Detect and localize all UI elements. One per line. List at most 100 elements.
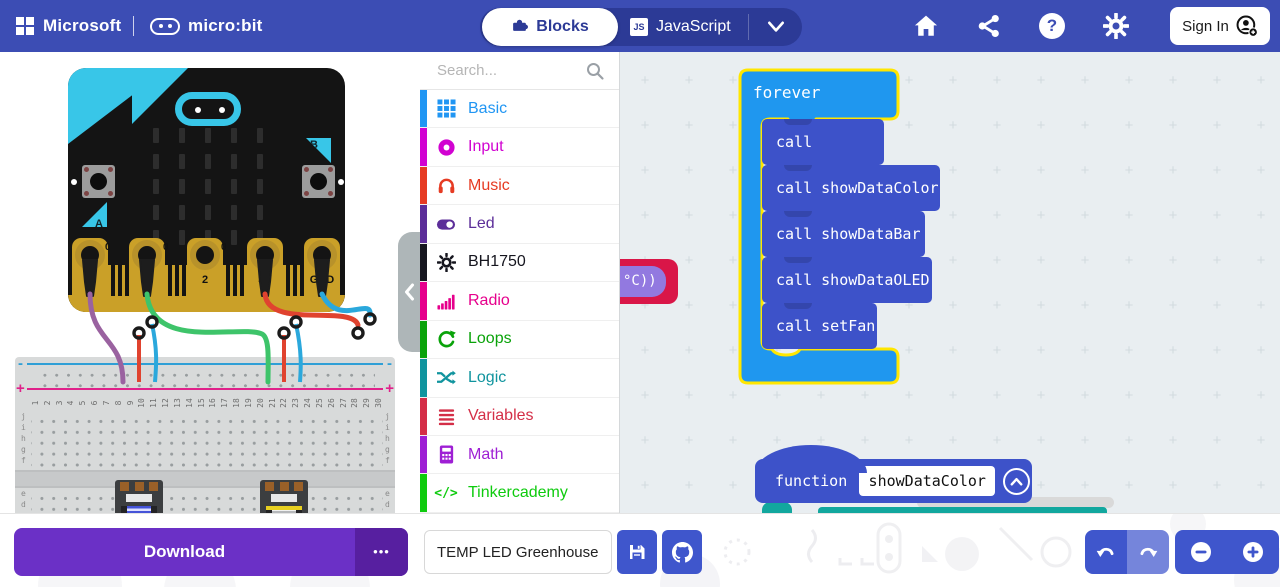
edge-connector: 0 1 2 3V GND (68, 238, 345, 312)
signal-icon (435, 291, 457, 310)
toolbox-category-math[interactable]: Math (420, 435, 619, 475)
pin-2[interactable]: 2 (187, 238, 223, 312)
tab-javascript[interactable]: JS JavaScript (630, 8, 731, 46)
led-pixel[interactable] (205, 128, 211, 143)
toolbox-category-led[interactable]: Led (420, 205, 619, 244)
help-icon[interactable]: ? (1032, 0, 1072, 52)
pin-1[interactable]: 1 (129, 238, 165, 312)
led-pixel[interactable] (153, 204, 159, 220)
toolbox: BasicInputMusicLedBH1750RadioLoopsLogicV… (420, 52, 620, 513)
toolbox-category-music[interactable]: Music (420, 166, 619, 206)
call-showdatabar-block[interactable]: call showDataBar (762, 211, 925, 257)
toolbox-category-tinkercademy[interactable]: </>Tinkercademy (420, 474, 619, 513)
button-b-label: B (306, 138, 331, 163)
github-button[interactable] (662, 530, 702, 574)
led-pixel[interactable] (153, 128, 159, 143)
undo-button[interactable] (1085, 530, 1127, 574)
project-name-input[interactable] (424, 530, 612, 574)
blocks-workspace[interactable]: ++++++++++++++++++++++++++++++++++++++++… (620, 52, 1280, 513)
led-pixel[interactable] (257, 128, 263, 143)
download-options-button[interactable]: ••• (355, 528, 408, 576)
forever-block[interactable] (620, 52, 1280, 513)
download-label: Download (143, 542, 226, 561)
call-showdataoled-block[interactable]: call showDataOLED (762, 257, 932, 303)
zoom-in-button[interactable] (1227, 530, 1279, 574)
pin-gnd[interactable]: GND (304, 238, 340, 312)
editor-tab-group: Blocks JS JavaScript (480, 8, 802, 46)
led-pixel[interactable] (179, 179, 185, 194)
led-pixel[interactable] (231, 204, 237, 220)
toolbox-category-logic[interactable]: Logic (420, 359, 619, 398)
microbit-board: A B 0 1 2 3V GND 0 0 0 (68, 68, 345, 312)
pin-0[interactable]: 0 (72, 238, 108, 312)
led-pixel[interactable] (153, 179, 159, 194)
toolbox-search[interactable] (420, 52, 619, 90)
led-pixel[interactable] (205, 179, 211, 194)
search-icon[interactable] (585, 61, 605, 86)
toolbox-category-loops[interactable]: Loops (420, 320, 619, 360)
led-pixel[interactable] (179, 153, 185, 169)
chevron-down-icon[interactable] (760, 16, 792, 38)
button-a[interactable] (82, 165, 115, 198)
logo-touch-sensor[interactable] (175, 92, 241, 126)
search-input[interactable] (437, 62, 587, 79)
function-name-field[interactable]: showDataColor (859, 466, 996, 496)
toolbox-category-input[interactable]: Input (420, 128, 619, 167)
simulator-collapse-button[interactable] (398, 232, 420, 352)
led-pixel[interactable] (231, 153, 237, 169)
category-label: Tinkercademy (468, 484, 568, 502)
led-pixel[interactable] (231, 128, 237, 143)
pos-sign: + (385, 380, 394, 397)
led-pixel[interactable] (231, 179, 237, 194)
share-icon[interactable] (969, 0, 1009, 52)
sign-in-button[interactable]: Sign In (1170, 7, 1270, 45)
zoom-out-button[interactable] (1175, 530, 1227, 574)
microsoft-logo-icon (16, 17, 34, 35)
function-definition-block[interactable]: function showDataColor (755, 445, 1032, 503)
chevron-left-icon (405, 283, 414, 301)
led-pixel[interactable] (179, 204, 185, 220)
led-pixel[interactable] (205, 153, 211, 169)
redo-icon (1140, 547, 1158, 557)
button-icon (435, 138, 457, 157)
led-pixel[interactable] (205, 204, 211, 220)
led-pixel[interactable] (257, 179, 263, 194)
led-pixel[interactable] (179, 230, 185, 245)
microbit-brand[interactable]: micro:bit (150, 0, 263, 52)
microsoft-brand[interactable]: Microsoft (16, 0, 121, 52)
call-getdata-block[interactable]: call getData (762, 119, 884, 197)
tab-blocks[interactable]: Blocks (482, 8, 618, 46)
toolbox-category-radio[interactable]: Radio (420, 282, 619, 321)
call-setfan-block[interactable]: call setFan (762, 303, 877, 349)
toolbox-category-bh1750[interactable]: BH1750 (420, 243, 619, 283)
redo-button[interactable] (1127, 530, 1169, 574)
settings-gear-icon[interactable] (1096, 0, 1136, 52)
led-pixel[interactable] (179, 128, 185, 143)
function-keyword: function (775, 472, 848, 490)
refresh-icon (435, 330, 457, 349)
collapse-block-icon[interactable] (1003, 467, 1031, 495)
user-plus-icon (1236, 15, 1258, 37)
led-pixel[interactable] (231, 230, 237, 245)
button-b[interactable] (302, 165, 335, 198)
home-icon[interactable] (906, 0, 946, 52)
call-showdatacolor-block[interactable]: call showDataColor (762, 165, 940, 211)
sign-in-label: Sign In (1182, 17, 1229, 35)
toolbox-category-basic[interactable]: Basic (420, 90, 619, 129)
toolbox-category-variables[interactable]: Variables (420, 397, 619, 436)
save-button[interactable] (617, 530, 657, 574)
led-pixel[interactable] (153, 230, 159, 245)
led-pixel[interactable] (153, 153, 159, 169)
led-pixel[interactable] (257, 204, 263, 220)
led-pixel[interactable] (257, 230, 263, 245)
led-pixel[interactable] (257, 153, 263, 169)
led-pixel[interactable] (205, 230, 211, 245)
terminal-holes-top (31, 413, 383, 468)
led-matrix[interactable] (153, 128, 265, 246)
download-button[interactable]: Download ••• (14, 528, 408, 576)
microsoft-label: Microsoft (43, 16, 122, 35)
category-color-bar (420, 397, 427, 435)
pin-3v[interactable]: 3V (247, 238, 283, 312)
partially-hidden-block[interactable]: °C)) (620, 259, 678, 304)
